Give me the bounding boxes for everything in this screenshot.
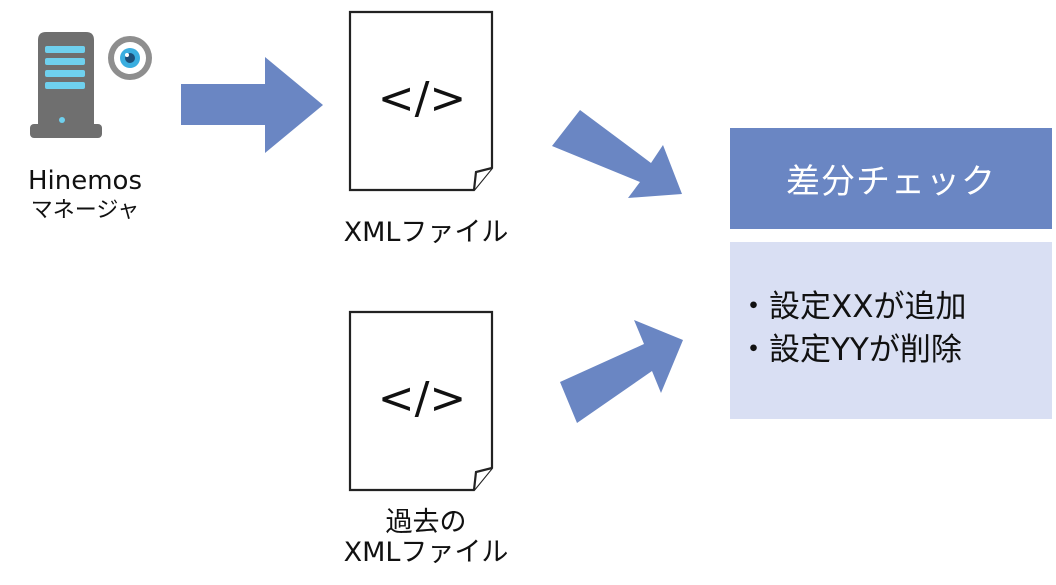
arrow-past-xml-to-diff [560,320,683,423]
diff-result-added: ・設定XXが追加 [738,289,967,325]
xml-document-icon [348,10,494,192]
diff-result-deleted: ・設定YYが削除 [738,332,962,368]
manager-name: Hinemos [27,166,143,196]
past-xml-label-line1: 過去の [385,507,467,538]
past-xml-file-label: 過去の XMLファイル [316,508,536,568]
diff-check-title: 差分チェック [730,128,1052,229]
past-xml-document-icon [348,310,494,492]
arrow-manager-to-xml [181,57,323,153]
manager-label: Hinemos マネージャ [10,166,160,226]
server-icon [30,32,102,138]
xml-code-glyph: </> [377,73,467,124]
past-xml-code-glyph: </> [377,373,467,424]
arrow-xml-to-diff [552,110,682,198]
diff-result-box: ・設定XXが追加 ・設定YYが削除 [730,242,1052,419]
eye-icon [108,36,152,80]
past-xml-label-line2: XMLファイル [343,537,509,568]
manager-role: マネージャ [30,198,140,223]
diff-check-title-text: 差分チェック [786,162,996,202]
xml-file-label: XMLファイル [343,217,509,248]
